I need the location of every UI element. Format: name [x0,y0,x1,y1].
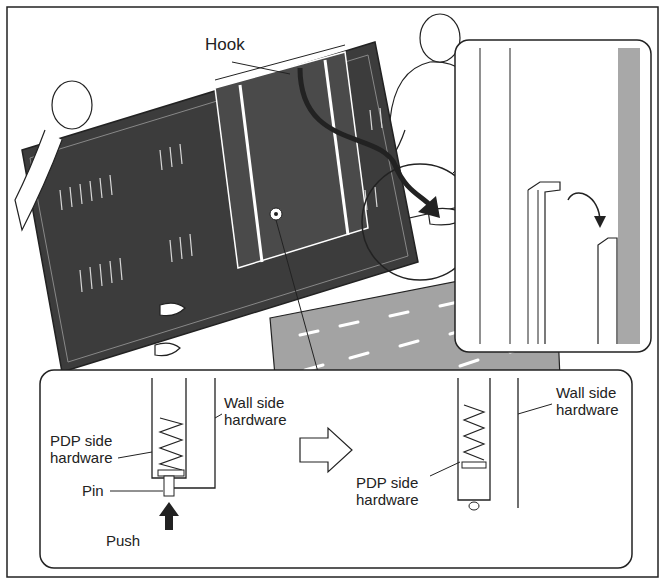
part-label: Pin [82,482,122,499]
part-label: Hook [205,36,265,53]
part-label: PDP side hardware [356,474,436,508]
part-label: Wall side hardware [224,394,314,428]
person-left [15,81,185,356]
leader-line [232,62,290,74]
part-label: PDP side hardware [50,432,130,466]
callout-line [276,220,318,372]
frame [7,7,658,577]
motion-arrow [300,68,430,205]
part-label: Wall side hardware [556,384,636,418]
arrow-head [418,196,440,218]
plasma-panel [22,42,418,372]
action-label: Push [106,532,156,549]
pin-detail-inset [40,370,632,568]
section-inset [455,40,651,352]
